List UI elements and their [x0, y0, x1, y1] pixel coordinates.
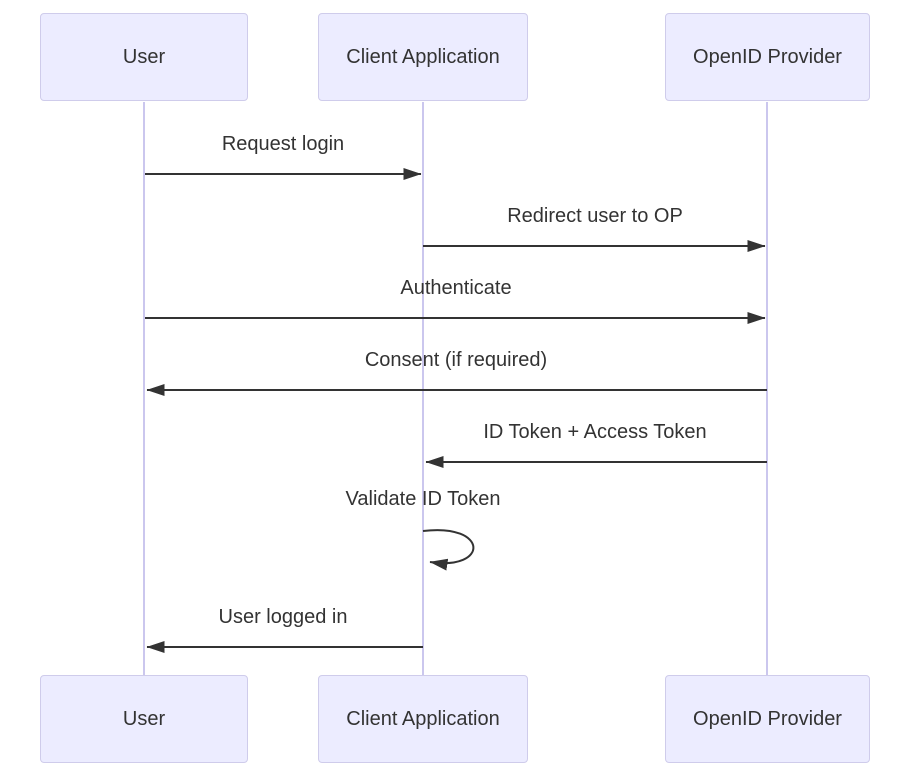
message-label-authenticate: Authenticate [400, 277, 512, 299]
arrow-validate-id-token-self-loop [422, 529, 475, 571]
actor-box-user-bottom: User [40, 675, 248, 763]
message-label-request-login: Request login [221, 133, 345, 155]
actor-box-client-top: Client Application [318, 13, 528, 101]
actor-box-client-bottom: Client Application [318, 675, 528, 763]
message-label-id-token-access-token: ID Token + Access Token [483, 421, 707, 443]
actor-box-openid-bottom: OpenID Provider [665, 675, 870, 763]
message-label-validate-id-token: Validate ID Token [345, 488, 501, 510]
actor-box-user-top: User [40, 13, 248, 101]
message-label-user-logged-in: User logged in [218, 606, 348, 628]
actor-box-openid-top: OpenID Provider [665, 13, 870, 101]
message-label-consent-if-required: Consent (if required) [364, 349, 548, 371]
message-label-redirect-user-to-op: Redirect user to OP [507, 205, 683, 227]
